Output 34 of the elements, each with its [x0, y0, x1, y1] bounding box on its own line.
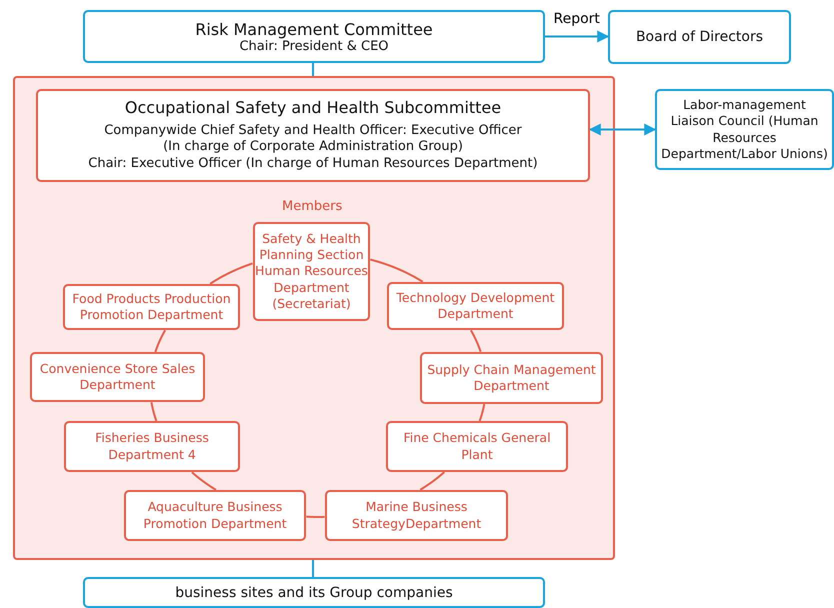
box-text: Companywide Chief Safety and Health Officer: Executive Officer (In charge of Corporate Administration Group) [103, 122, 523, 156]
box-heading: Risk Management Committee [195, 20, 433, 38]
box-text: Supply Chain Management Department [426, 362, 597, 394]
edge-label: Report [554, 10, 600, 26]
member-box [124, 490, 306, 541]
box-text: Safety & Health Planning Section Human Resources Department (Secretariat) [255, 230, 368, 312]
box-text: Fisheries Business Department 4 [94, 430, 210, 463]
committee-box [83, 577, 545, 608]
subcommittee-box [36, 89, 590, 182]
box-text: Chair: Executive Officer (In charge of Human Resources Department) [88, 156, 538, 174]
member-box [386, 421, 568, 472]
box-text: Technology Development Department [395, 290, 556, 322]
committee-box [608, 10, 791, 64]
member-box [253, 222, 370, 321]
box-text: Convenience Store Sales Department [38, 360, 196, 394]
section-heading: Members [282, 199, 342, 214]
box-text: Chair: President & CEO [239, 38, 389, 54]
box-text: Food Products Production Promotion Department [71, 290, 232, 324]
member-box [64, 421, 240, 472]
box-text: business sites and its Group companies [175, 584, 453, 600]
box-text: Board of Directors [636, 29, 764, 45]
member-box [420, 352, 603, 404]
box-text: Aquaculture Business Promotion Department [142, 499, 288, 532]
box-text: Fine Chemicals General Plant [402, 430, 552, 463]
member-box [63, 284, 240, 330]
member-box [387, 282, 564, 330]
committee-box [655, 89, 834, 170]
box-heading: Occupational Safety and Health Subcommittee [124, 98, 502, 119]
box-text: Labor-management Liaison Council (Human Resources Department/Labor Unions) [660, 97, 829, 162]
panel-background [13, 76, 615, 560]
committee-box [83, 10, 545, 63]
box-text: Marine Business StrategyDepartment [350, 499, 482, 532]
member-box [325, 490, 508, 541]
member-box [30, 352, 205, 402]
